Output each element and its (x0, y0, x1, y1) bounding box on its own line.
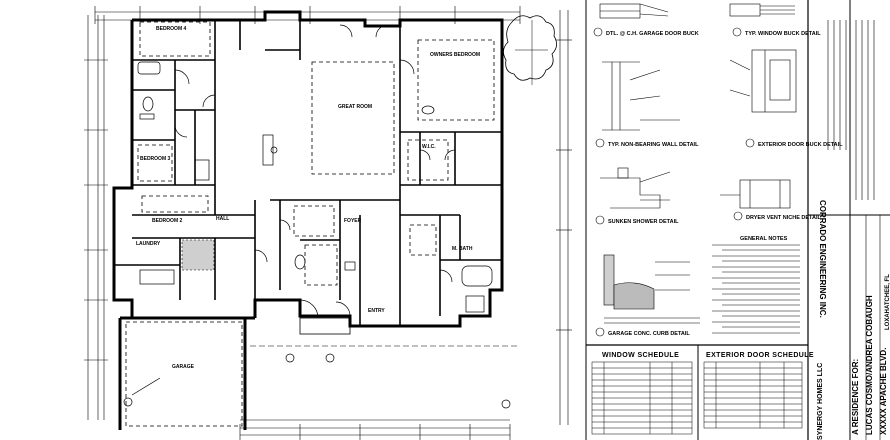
project-city: LOXAHATCHEE, FL (885, 274, 890, 330)
entry-steps (299, 317, 351, 335)
ceiling-lines (125, 21, 495, 427)
section-markers (123, 353, 511, 409)
room-label-bedroom2: BEDROOM 2 (152, 218, 183, 224)
bath-fixtures (137, 61, 493, 313)
detail-dryer-vent-niche (720, 179, 791, 221)
general-notes-title: GENERAL NOTES (740, 236, 788, 242)
details-panel (585, 0, 809, 440)
door-schedule-table (703, 361, 803, 429)
room-labels: BEDROOM 4 BEDROOM 3 BEDROOM 2 GREAT ROOM… (136, 26, 480, 370)
room-label-garage: GARAGE (172, 364, 195, 370)
detail-nonbearing-wall (595, 61, 680, 148)
room-label-bedroom4: BEDROOM 4 (156, 26, 187, 32)
door-schedule-title: EXTERIOR DOOR SCHEDULE (706, 352, 814, 359)
detail-sunken-shower (595, 167, 671, 225)
room-label-foyer: FOYER (344, 218, 362, 224)
floor-plan (84, 6, 572, 440)
exterior-walls (112, 10, 504, 430)
room-label-wic: W.I.C. (422, 144, 436, 150)
project-address: XXXXX APACHE BLVD. (879, 348, 888, 435)
hatched-area (182, 240, 214, 270)
engineer-address-lines (827, 20, 875, 200)
window-schedule-title: WINDOW SCHEDULE (602, 352, 679, 359)
builder-name: SYNERGY HOMES LLC (817, 363, 824, 440)
detail-title-7: GARAGE CONC. CURB DETAIL (608, 331, 690, 337)
detail-title-5: SUNKEN SHOWER DETAIL (608, 219, 679, 225)
detail-exterior-door-buck (729, 49, 797, 148)
room-label-entry: ENTRY (368, 308, 385, 314)
room-label-great-room: GREAT ROOM (338, 104, 372, 110)
title-block: CORRADO ENGINEERING INC. SYNERGY HOMES L… (808, 0, 890, 440)
owner-name: LUCAS COSMO/ANDREA COBAUGH (865, 295, 874, 435)
general-notes-text (712, 244, 800, 334)
detail-titles: DTL. @ C.H. GARAGE DOOR BUCK TYP. WINDOW… (602, 31, 843, 359)
room-label-master-bath: M. BATH (452, 246, 473, 252)
room-label-bedroom3: BEDROOM 3 (140, 156, 171, 162)
project-label: A RESIDENCE FOR: (851, 359, 860, 435)
detail-title-1: DTL. @ C.H. GARAGE DOOR BUCK (606, 31, 699, 37)
detail-title-6: DRYER VENT NICHE DETAIL (746, 215, 822, 221)
room-label-laundry: LAUNDRY (136, 241, 161, 247)
engineer-name: CORRADO ENGINEERING INC. (818, 200, 827, 318)
room-label-hall: HALL (216, 216, 229, 222)
detail-title-4: EXTERIOR DOOR BUCK DETAIL (758, 142, 843, 148)
detail-title-3: TYP. NON-BEARING WALL DETAIL (608, 142, 699, 148)
detail-garage-door-buck (593, 3, 669, 37)
room-label-owners-bedroom: OWNERS BEDROOM (430, 52, 480, 58)
detail-title-2: TYP. WINDOW BUCK DETAIL (745, 31, 821, 37)
door-swings (174, 24, 456, 319)
window-schedule-table (591, 361, 693, 435)
landscape-tree (503, 15, 557, 81)
interior-walls (114, 20, 502, 326)
detail-garage-curb (595, 254, 700, 337)
detail-window-buck (729, 3, 795, 37)
